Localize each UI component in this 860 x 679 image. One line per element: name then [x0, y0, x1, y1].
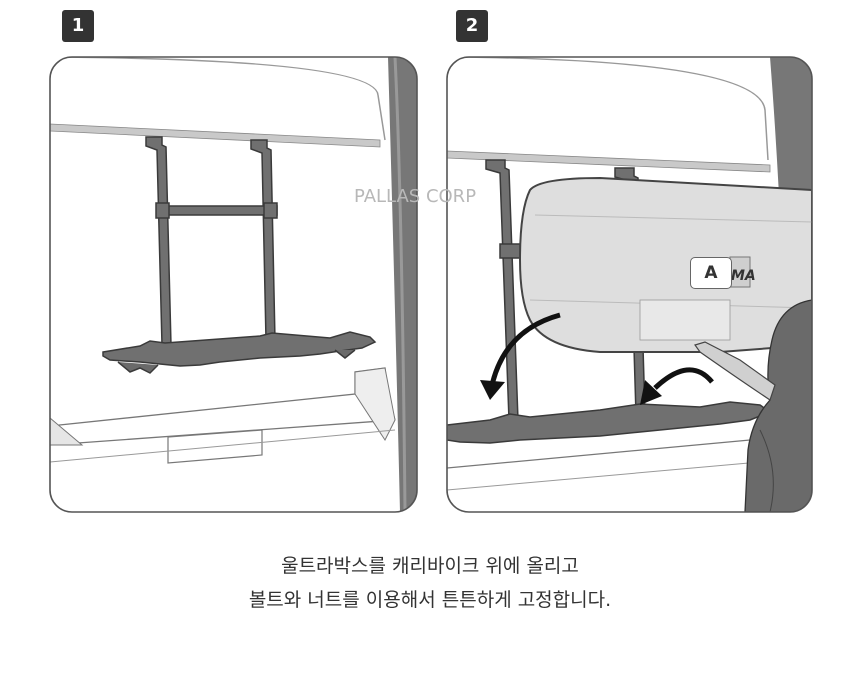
roof-line: [50, 123, 381, 148]
box-logo: MA: [731, 268, 756, 284]
panel-2-frame: [446, 56, 813, 513]
arrow-down-left: [480, 312, 561, 400]
step-2-badge: 2: [456, 10, 488, 42]
panel-1-frame: [49, 56, 418, 513]
person-figure: [694, 299, 812, 512]
ultra-box: [518, 176, 812, 353]
step-1-badge: 1: [62, 10, 94, 42]
caption-line-1: 울트라박스를 캐리바이크 위에 올리고: [281, 555, 579, 577]
roof-line-2: [447, 150, 771, 173]
callout-label-a: A: [690, 257, 732, 289]
panel-2-scene: MA: [447, 57, 812, 512]
panel-1-scene: [50, 57, 417, 512]
caption-line-2: 볼트와 너트를 이용해서 튼튼하게 고정합니다.: [248, 589, 612, 611]
arrow-curve: [640, 367, 714, 405]
watermark-text: PALLAS CORP: [354, 186, 477, 207]
bike-rack: [102, 136, 377, 374]
